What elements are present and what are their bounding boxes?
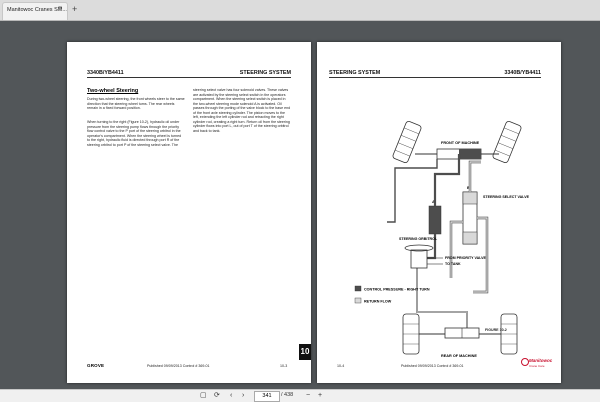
manitowoc-logo: Manitowoc Crane Care xyxy=(521,358,553,372)
rear-right-tire xyxy=(500,313,518,355)
next-page-icon[interactable]: › xyxy=(242,392,245,399)
page-10-4: STEERING SYSTEM 3340B/YB4411 xyxy=(317,42,561,383)
brand-name: Manitowoc xyxy=(529,358,553,363)
page-header-section: STEERING SYSTEM xyxy=(329,70,381,76)
document-viewer[interactable]: 3340B/YB4411 STEERING SYSTEM Two-wheel S… xyxy=(0,21,600,389)
rotate-icon[interactable]: ⟳ xyxy=(214,392,220,399)
front-right-tire xyxy=(492,120,522,164)
body-paragraph-2: When turning to the right (Figure 10-2),… xyxy=(87,120,182,147)
close-tab-icon[interactable]: × xyxy=(58,5,63,12)
zoom-in-button[interactable]: + xyxy=(318,392,323,399)
label-steering-orbitrol: STEERING ORBITROL xyxy=(399,237,438,241)
previous-page-icon[interactable]: ‹ xyxy=(230,392,233,399)
label-to-tank: TO TANK xyxy=(445,262,461,266)
header-rule xyxy=(87,77,291,78)
body-paragraph-3: steering select valve has four solenoid … xyxy=(193,88,291,133)
label-steering-select-valve: STEERING SELECT VALVE xyxy=(483,195,530,199)
viewer-toolbar: ▢ ⟳ ‹ › 341 / 438 − + xyxy=(0,389,600,402)
label-a: A xyxy=(432,199,435,204)
grove-logo: GROVE xyxy=(87,363,105,368)
page-10-3: 3340B/YB4411 STEERING SYSTEM Two-wheel S… xyxy=(67,42,311,383)
manitowoc-emblem-icon xyxy=(521,358,529,366)
header-rule xyxy=(329,77,541,78)
page-number-input[interactable]: 341 xyxy=(254,391,280,402)
front-left-tire xyxy=(392,120,422,164)
page-total: / 438 xyxy=(281,392,294,398)
document-tab[interactable]: Manitowoc Cranes SM... × xyxy=(2,2,68,20)
legend-return-label: RETURN FLOW xyxy=(364,300,392,304)
publication-info: Published 09/09/2013 Control # 369-01 xyxy=(401,364,464,368)
page-header-model: 3340B/YB4411 xyxy=(504,70,541,76)
chapter-tab: 10 xyxy=(299,344,311,360)
label-priority-valve: FROM PRIORITY VALVE xyxy=(445,256,487,260)
legend-return-swatch xyxy=(354,297,362,304)
figure-caption: FIGURE 10-2 xyxy=(485,328,507,332)
legend-pressure-label: CONTROL PRESSURE - RIGHT TURN xyxy=(364,288,430,292)
page-header-section: STEERING SYSTEM xyxy=(239,70,291,76)
legend-pressure-swatch xyxy=(354,285,362,292)
body-paragraph-1: During two-wheel steering, the front whe… xyxy=(87,97,185,110)
steering-hydraulic-diagram: FRONT OF MACHINE A B STEERING SELECT VAL… xyxy=(354,120,530,358)
tab-bar: Manitowoc Cranes SM... × + xyxy=(0,0,600,21)
publication-info: Published 09/09/2013 Control # 369-01 xyxy=(147,364,210,368)
zoom-out-button[interactable]: − xyxy=(306,392,311,399)
page-header-model: 3340B/YB4411 xyxy=(87,70,124,76)
brand-subtitle: Crane Care xyxy=(529,364,545,368)
rear-left-tire xyxy=(402,313,420,355)
fit-page-icon[interactable]: ▢ xyxy=(200,392,207,399)
steering-orbitrol xyxy=(410,249,428,269)
label-rear-of-machine: REAR OF MACHINE xyxy=(441,354,477,358)
label-b: B xyxy=(467,185,470,190)
page-number: 10-4 xyxy=(337,364,345,368)
steering-wheel-icon xyxy=(404,244,434,252)
section-subheading: Two-wheel Steering xyxy=(87,88,139,94)
label-front-of-machine: FRONT OF MACHINE xyxy=(441,141,480,145)
page-number: 10-3 xyxy=(280,364,288,368)
new-tab-icon[interactable]: + xyxy=(72,4,78,14)
document-tab-title: Manitowoc Cranes SM... xyxy=(7,7,67,13)
valve-a-block xyxy=(428,205,442,235)
